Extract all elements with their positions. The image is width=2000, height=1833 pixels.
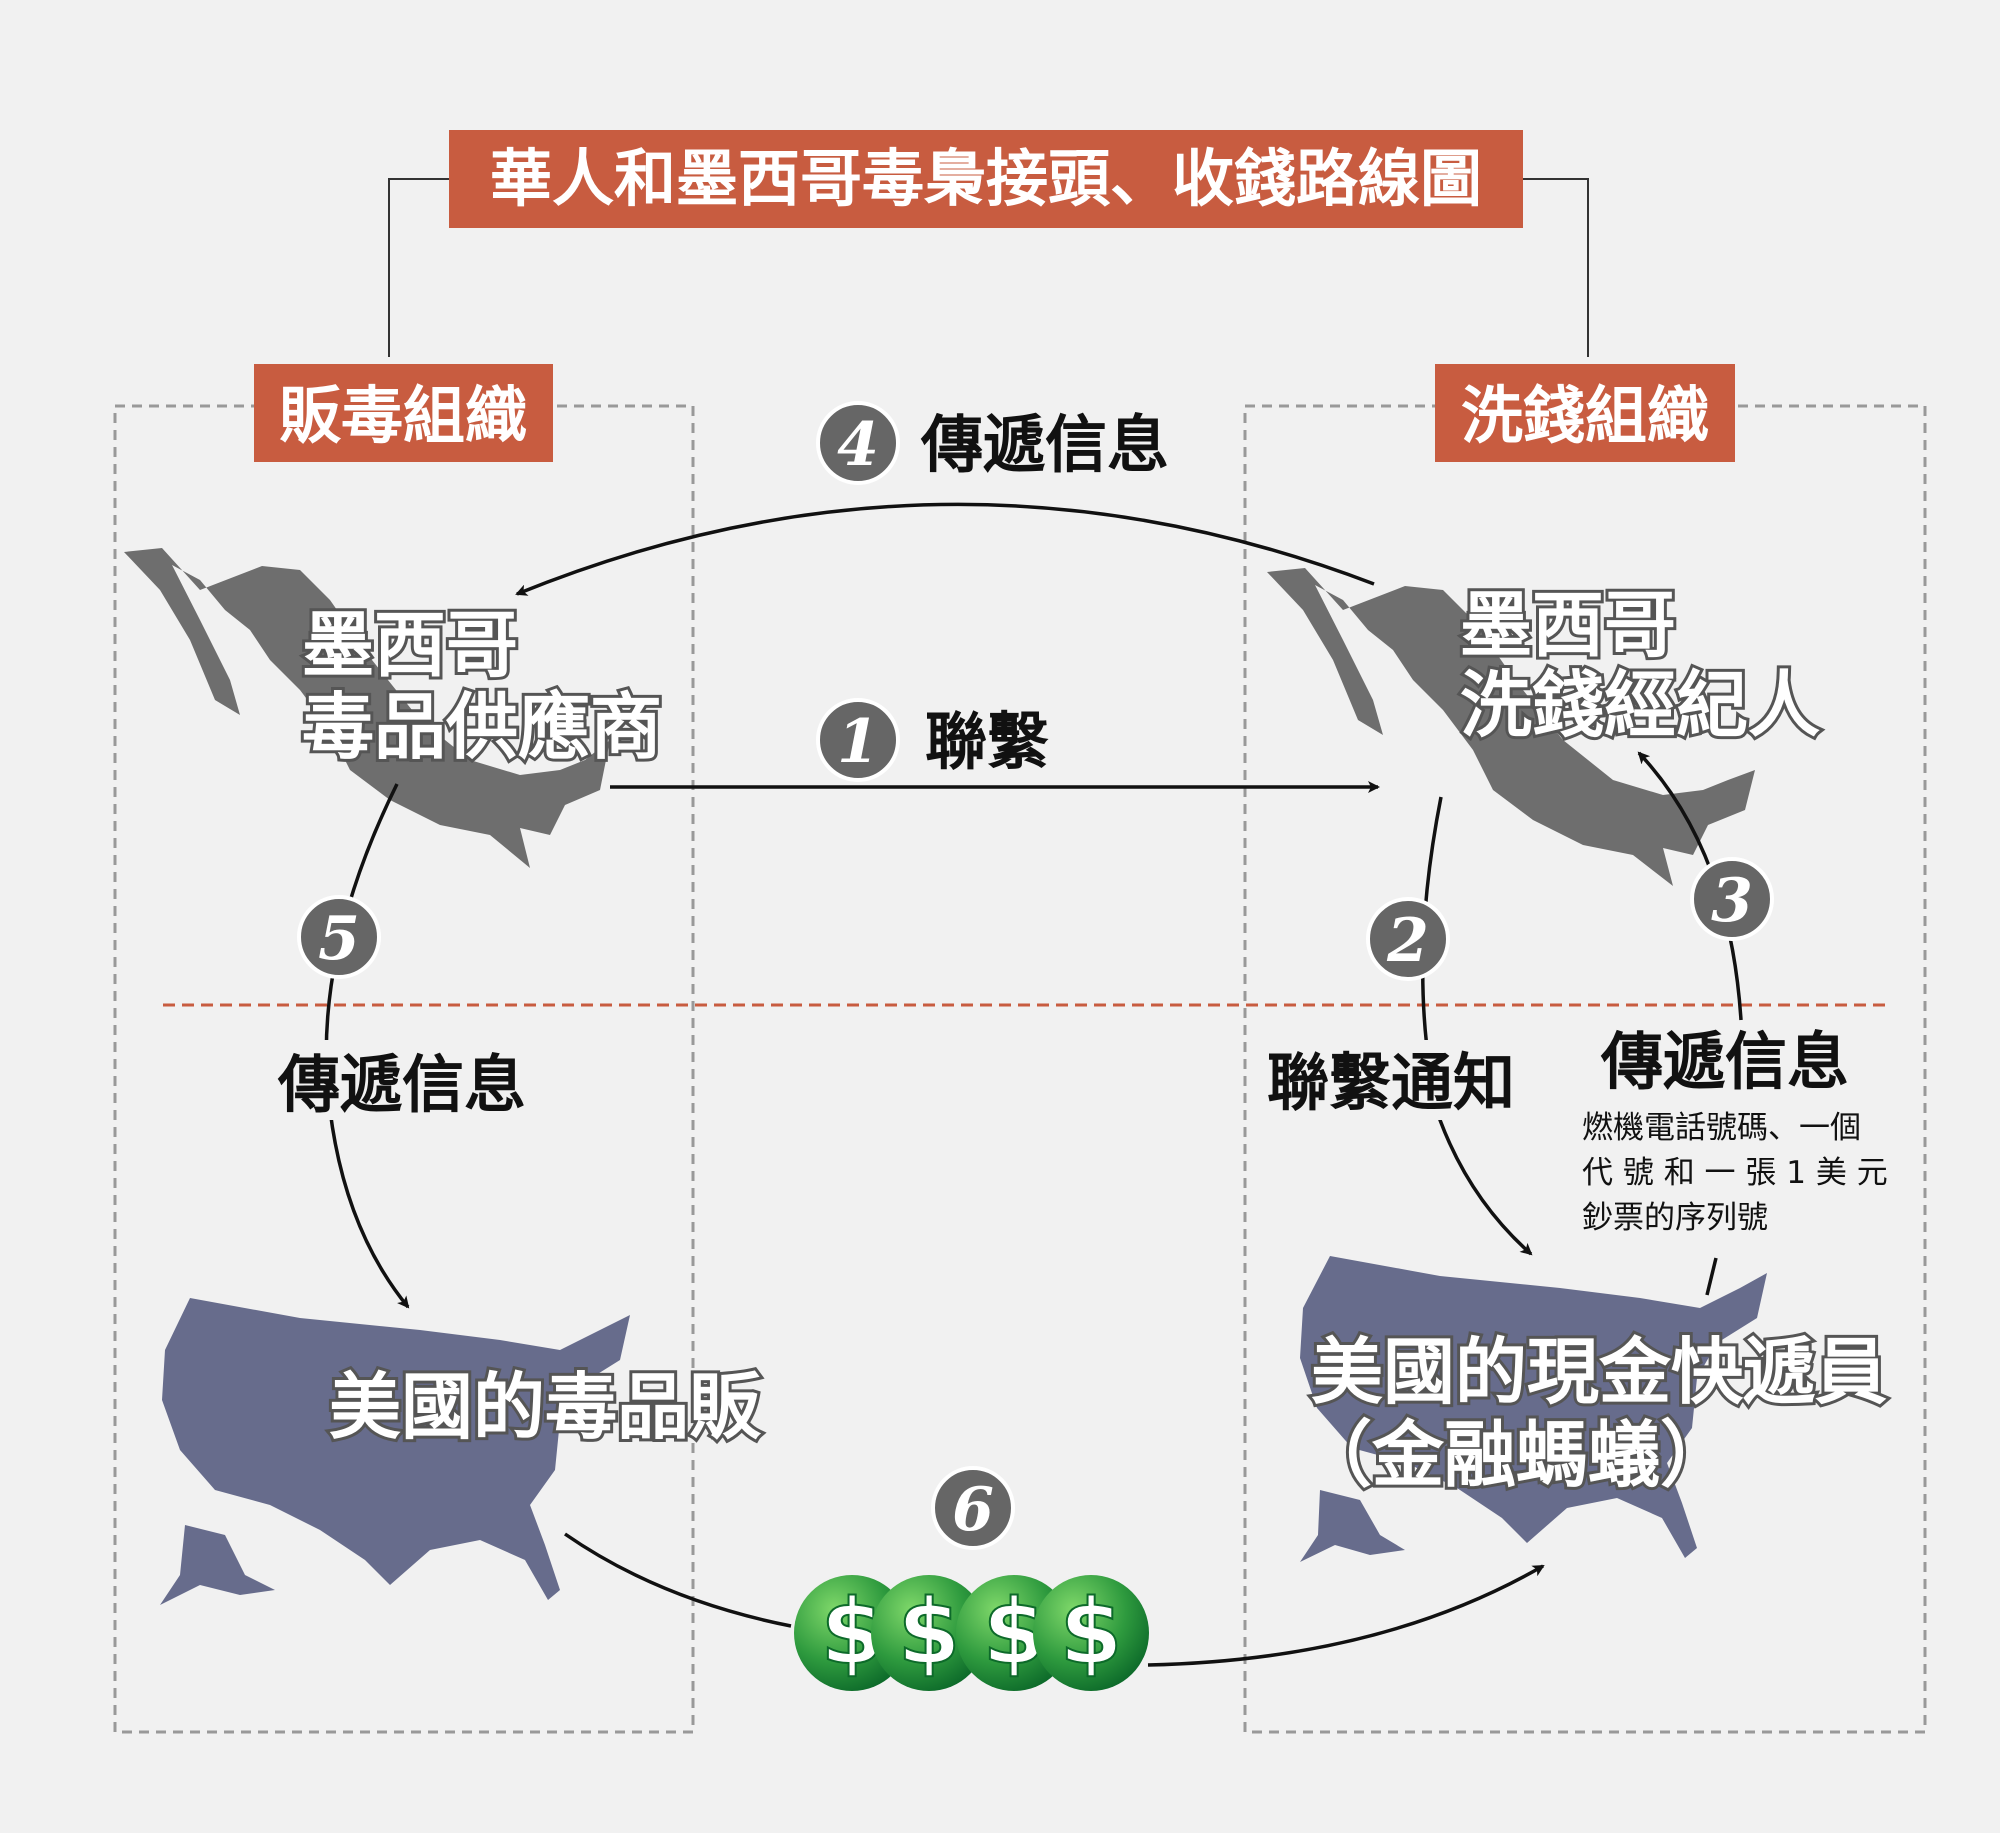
step-5-badge: 5: [297, 895, 381, 979]
us-map-right: [1300, 1256, 1767, 1562]
group-label-left: 販毒組織: [279, 379, 527, 452]
arrow-step-3-tail: [1705, 1257, 1718, 1296]
svg-text:$: $: [1060, 1580, 1123, 1685]
group-label-left-box: [254, 364, 553, 462]
mexico-map-left: [124, 548, 610, 868]
step-2-badge: 2: [1366, 897, 1450, 981]
money-coins: $ $ $ $: [794, 1575, 1149, 1691]
step-3-label: 傳遞信息: [1600, 1025, 1849, 1098]
step-1-label: 聯繫: [925, 705, 1049, 778]
step-1-badge: 1: [816, 698, 900, 782]
step-4-number: 4: [837, 410, 879, 480]
bracket-line-left: [388, 178, 449, 357]
svg-text:$: $: [898, 1580, 961, 1685]
us-map-left: [160, 1298, 630, 1605]
arrow-step-6-left: [564, 1532, 792, 1628]
node-mexico-supplier-line1: 墨西哥: [302, 603, 518, 687]
title-box: [449, 130, 1523, 228]
step-2-number: 2: [1386, 906, 1429, 976]
node-mexico-supplier-line2: 毒品供應商: [302, 685, 662, 769]
step-6-number: 6: [952, 1475, 994, 1545]
step-4-label: 傳遞信息: [920, 408, 1169, 481]
node-us-courier-line1: 美國的現金快遞員: [1311, 1330, 1887, 1414]
step-3-detail-line1: 燃機電話號碼、一個: [1582, 1110, 1861, 1146]
group-label-right: 洗錢組織: [1461, 379, 1709, 452]
page-title: 華人和墨西哥毒梟接頭、收錢路線圖: [490, 142, 1482, 215]
step-3-badge: 3: [1690, 857, 1774, 941]
bracket-line-right: [1523, 178, 1589, 357]
step-3-detail-line2: 代 號 和 一 張 1 美 元: [1582, 1155, 1888, 1191]
node-us-courier-line2: （金融螞蟻）: [1300, 1413, 1732, 1497]
step-4-badge: 4: [816, 401, 900, 485]
step-3-number: 3: [1711, 866, 1753, 936]
step-5-number: 5: [318, 904, 360, 974]
step-5-label: 傳遞信息: [277, 1048, 526, 1121]
group-label-right-box: [1435, 364, 1735, 462]
arrow-step-2: [1421, 796, 1533, 1256]
dollar-icon: $: [871, 1575, 987, 1691]
arrow-step-6-right: [1147, 1564, 1545, 1667]
arrow-step-4: [515, 502, 1375, 596]
step-2-label: 聯繫通知: [1267, 1046, 1515, 1119]
node-mexico-broker-line1: 墨西哥: [1460, 583, 1676, 667]
step-6-badge: 6: [931, 1466, 1015, 1550]
step-3-detail-line3: 鈔票的序列號: [1582, 1200, 1768, 1236]
mexico-map-right: [1267, 568, 1755, 886]
node-mexico-broker-line2: 洗錢經紀人: [1460, 663, 1820, 747]
step-1-number: 1: [837, 707, 879, 777]
node-us-dealer: 美國的毒品販: [329, 1365, 762, 1449]
dollar-icon: $: [1033, 1575, 1149, 1691]
